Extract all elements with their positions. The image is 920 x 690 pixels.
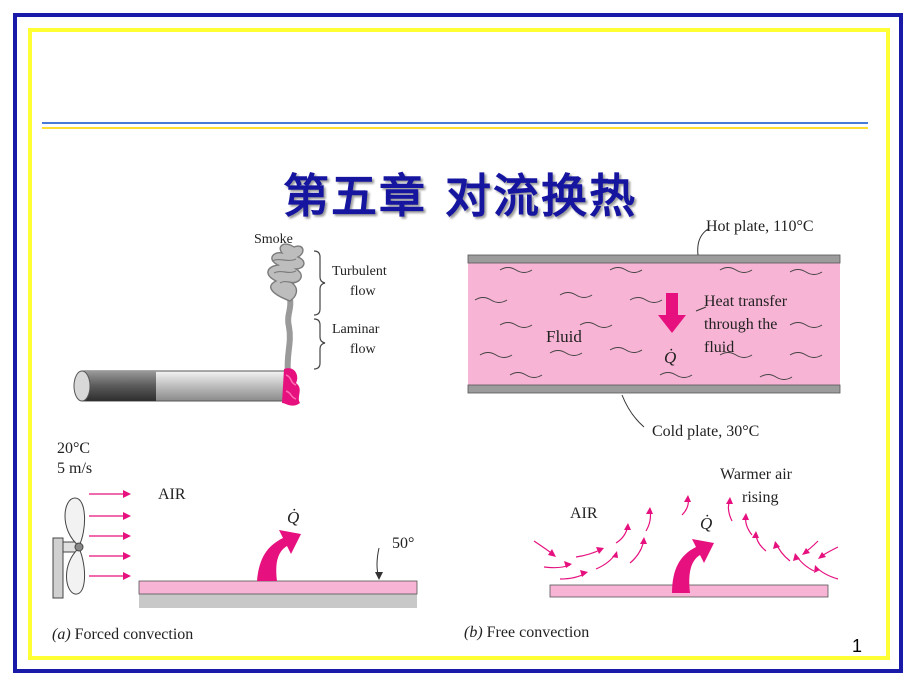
forced-plate [138, 580, 418, 595]
smoke-label: Smoke [254, 232, 293, 247]
free-q-symbol: Q̇ [700, 514, 713, 533]
cold-plate [467, 384, 841, 394]
fan-icon [52, 497, 85, 599]
slide-frame-inner [28, 28, 890, 660]
forced-temperature-label: 20°C [57, 440, 91, 457]
heat-down-arrow-icon [658, 293, 686, 333]
air-flow-arrows [89, 490, 131, 580]
fluid-label: Fluid [546, 327, 582, 346]
turbulent-brace [313, 250, 326, 316]
forced-air-label: AIR [158, 486, 186, 503]
plates-q-symbol: Q̇ [664, 348, 677, 367]
header-rule-yellow [42, 127, 868, 129]
laminar-label-line2: flow [350, 342, 376, 357]
hot-plate [467, 254, 841, 264]
forced-convection-figure [52, 490, 418, 608]
rising-air-arrowheads [548, 495, 826, 577]
cold-plate-label: Cold plate, 30°C [652, 423, 760, 440]
hot-plate-label: Hot plate, 110°C [706, 218, 814, 235]
laminar-brace [313, 318, 326, 370]
slide-title: 第五章 对流换热 [282, 169, 637, 223]
smoke-figure [73, 243, 326, 406]
fluid-waves [474, 267, 823, 380]
free-caption-letter: (b) [464, 624, 483, 641]
free-convection-figure [533, 495, 839, 598]
page-number: 1 [852, 636, 863, 656]
free-air-label: AIR [570, 505, 598, 522]
forced-heat-arrow-icon [257, 530, 301, 581]
warmer-air-label-line2: rising [742, 489, 779, 506]
free-heat-arrow-icon [672, 539, 714, 593]
forced-caption: (a) Forced convection [52, 626, 193, 644]
slide-frame-outer [13, 13, 903, 673]
turbulent-label-line2: flow [350, 284, 376, 299]
forced-q-symbol: Q̇ [287, 508, 300, 527]
forced-caption-letter: (a) [52, 626, 71, 643]
hot-plate-leader [697, 228, 709, 256]
heat-transfer-label-line3: fluid [704, 339, 735, 356]
heat-transfer-label-line1: Heat transfer [704, 293, 788, 310]
cold-plate-leader [621, 394, 645, 428]
cigarette-icon [73, 368, 300, 406]
heat-transfer-label-line2: through the [704, 316, 778, 333]
header-rule-blue [42, 122, 868, 124]
turbulent-label-line1: Turbulent [332, 264, 387, 279]
free-caption-text: Free convection [482, 624, 590, 641]
laminar-label-line1: Laminar [332, 322, 380, 337]
smoke-plume-icon [267, 243, 305, 374]
forced-plate-base [139, 594, 417, 608]
plates-figure [467, 228, 841, 428]
forced-caption-text: Forced convection [70, 626, 194, 643]
warmer-air-label-line1: Warmer air [720, 466, 792, 483]
forced-velocity-label: 5 m/s [57, 460, 93, 477]
free-caption: (b) Free convection [464, 624, 589, 642]
forced-plate-temp-label: 50° [392, 535, 415, 552]
